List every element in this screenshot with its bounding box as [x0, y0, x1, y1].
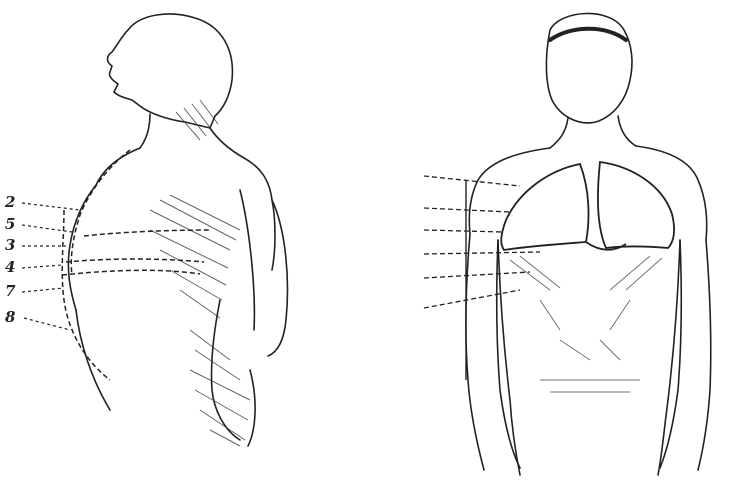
marker-label: 5	[5, 217, 15, 232]
side-view-figure: 2 5 3 4 7 8	[0, 0, 330, 484]
marker-label: 8	[5, 310, 15, 325]
front-view-figure	[400, 0, 731, 484]
marker-label: 3	[5, 238, 15, 253]
side-view-drawing	[0, 0, 330, 484]
marker-label: 4	[5, 260, 15, 275]
marker-label: 2	[5, 195, 15, 210]
lung-right	[501, 164, 588, 250]
chest-outline	[68, 148, 140, 310]
lung-left	[598, 162, 674, 248]
front-view-drawing	[400, 0, 731, 484]
marker-label: 7	[5, 284, 15, 299]
head-outline	[108, 14, 233, 128]
